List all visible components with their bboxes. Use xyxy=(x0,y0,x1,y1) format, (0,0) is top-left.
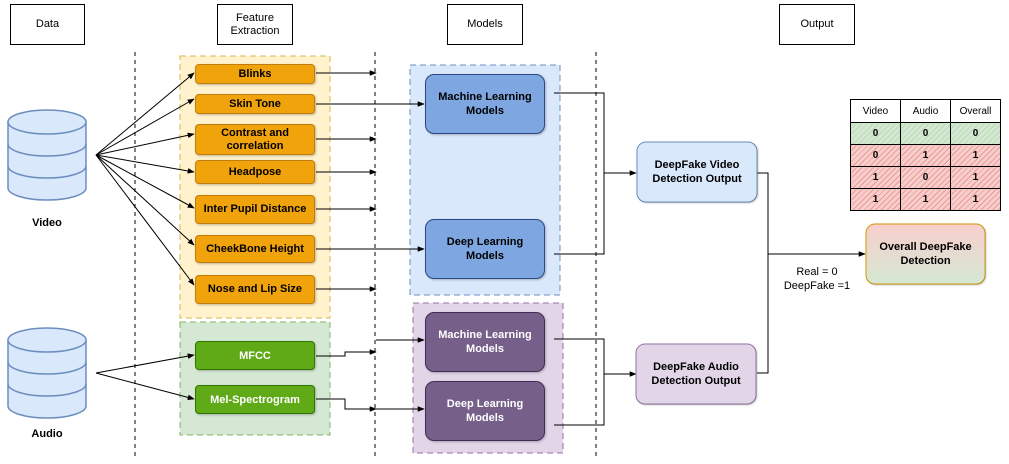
video-ml-line1: Machine Learning xyxy=(438,91,532,103)
legend-real: Real = 0 xyxy=(796,266,838,278)
header-output-label: Output xyxy=(800,18,834,30)
header-models-label: Models xyxy=(467,18,503,30)
source-to-feature-arrows xyxy=(95,72,195,401)
video-output-line1: DeepFake Video xyxy=(654,159,740,171)
header-models: Models xyxy=(447,4,523,45)
feature-nose-lip-label: Nose and Lip Size xyxy=(207,283,303,295)
video-output-line2: Detection Output xyxy=(652,173,742,185)
header-data: Data xyxy=(10,4,85,45)
feature-contrast-correlation: Contrast and correlation xyxy=(195,124,315,155)
table-cell: 0 xyxy=(950,122,1001,145)
audio-dl-models: Deep Learning Models xyxy=(425,381,545,441)
feature-contrast-label: Contrast and correlation xyxy=(221,126,289,152)
feature-blinks-label: Blinks xyxy=(238,67,272,80)
video-dl-line2: Models xyxy=(466,250,504,262)
table-cell: 0 xyxy=(850,122,901,145)
table-row: 0 0 0 xyxy=(850,122,1001,145)
header-feature-extraction: Feature Extraction xyxy=(217,4,293,45)
legend-fake: DeepFake =1 xyxy=(783,280,851,292)
label-encoding-note: Real = 0 DeepFake =1 xyxy=(776,265,858,293)
video-dl-line1: Deep Learning xyxy=(446,236,524,248)
feature-headpose-label: Headpose xyxy=(228,165,282,178)
table-cell: 1 xyxy=(850,166,901,189)
video-ml-line2: Models xyxy=(466,105,504,117)
audio-feature-group xyxy=(179,321,331,436)
video-output-box-bg xyxy=(636,141,758,203)
table-cell: 1 xyxy=(850,188,901,211)
table-cell: 0 xyxy=(900,166,951,189)
audio-ml-line1: Machine Learning xyxy=(438,329,532,341)
audio-output-line2: Detection Output xyxy=(651,375,741,387)
feature-cheekbone-label: CheekBone Height xyxy=(206,242,304,255)
model-to-output-arrows xyxy=(554,92,866,426)
table-cell: 1 xyxy=(950,188,1001,211)
table-cell: 1 xyxy=(950,144,1001,167)
feature-skin-tone: Skin Tone xyxy=(195,94,315,114)
table-cell: 1 xyxy=(900,144,951,167)
table-cell: 1 xyxy=(950,166,1001,189)
feature-mel-spectrogram: Mel-Spectrogram xyxy=(195,385,315,414)
table-row: 1 0 1 xyxy=(850,166,1001,189)
header-feature-line1: Feature xyxy=(236,11,274,24)
audio-source-label: Audio xyxy=(31,428,63,440)
feature-headpose: Headpose xyxy=(195,160,315,184)
video-ml-models: Machine Learning Models xyxy=(425,74,545,134)
audio-ml-models: Machine Learning Models xyxy=(425,312,545,372)
feature-to-model-arrows xyxy=(316,70,425,412)
feature-nose-lip-size: Nose and Lip Size xyxy=(195,275,315,304)
feature-cheekbone-height: CheekBone Height xyxy=(195,235,315,263)
table-cell: 0 xyxy=(900,122,951,145)
overall-detection-box-bg xyxy=(865,223,986,285)
audio-ml-line2: Models xyxy=(466,343,504,355)
feature-skin-tone-label: Skin Tone xyxy=(229,97,281,110)
table-row: 0 1 1 xyxy=(850,144,1001,167)
header-data-label: Data xyxy=(35,18,60,30)
header-feature-line2: Extraction xyxy=(230,24,280,37)
overall-detection-output: Overall DeepFake Detection xyxy=(866,224,985,284)
truth-table-col-video: Video xyxy=(850,99,901,123)
audio-dl-line1: Deep Learning xyxy=(446,398,524,410)
audio-database-icon xyxy=(7,327,87,419)
table-row: 1 1 1 xyxy=(850,188,1001,211)
audio-detection-output: DeepFake Audio Detection Output xyxy=(636,344,756,404)
feature-inter-pupil-distance: Inter Pupil Distance xyxy=(195,195,315,224)
truth-table-col-overall: Overall xyxy=(950,99,1001,123)
feature-inter-pupil-label: Inter Pupil Distance xyxy=(203,203,307,215)
table-cell: 1 xyxy=(900,188,951,211)
feature-blinks: Blinks xyxy=(195,64,315,84)
truth-table-header-row: Video Audio Overall xyxy=(850,99,1001,123)
overall-output-line1: Overall DeepFake xyxy=(879,241,972,253)
video-detection-output: DeepFake Video Detection Output xyxy=(637,142,757,202)
truth-table: Video Audio Overall 0 0 0 0 1 1 1 0 1 1 … xyxy=(850,99,1001,211)
audio-output-box-bg xyxy=(635,343,757,405)
table-cell: 0 xyxy=(850,144,901,167)
video-database-icon xyxy=(7,109,87,201)
overall-output-line2: Detection xyxy=(900,255,951,267)
header-output: Output xyxy=(779,4,855,45)
audio-dl-line2: Models xyxy=(466,412,504,424)
video-dl-models: Deep Learning Models xyxy=(425,219,545,279)
video-source-label: Video xyxy=(32,217,62,229)
feature-mfcc: MFCC xyxy=(195,341,315,370)
audio-output-line1: DeepFake Audio xyxy=(653,361,739,373)
feature-mfcc-label: MFCC xyxy=(239,349,271,362)
feature-mel-label: Mel-Spectrogram xyxy=(210,393,300,406)
truth-table-col-audio: Audio xyxy=(900,99,951,123)
